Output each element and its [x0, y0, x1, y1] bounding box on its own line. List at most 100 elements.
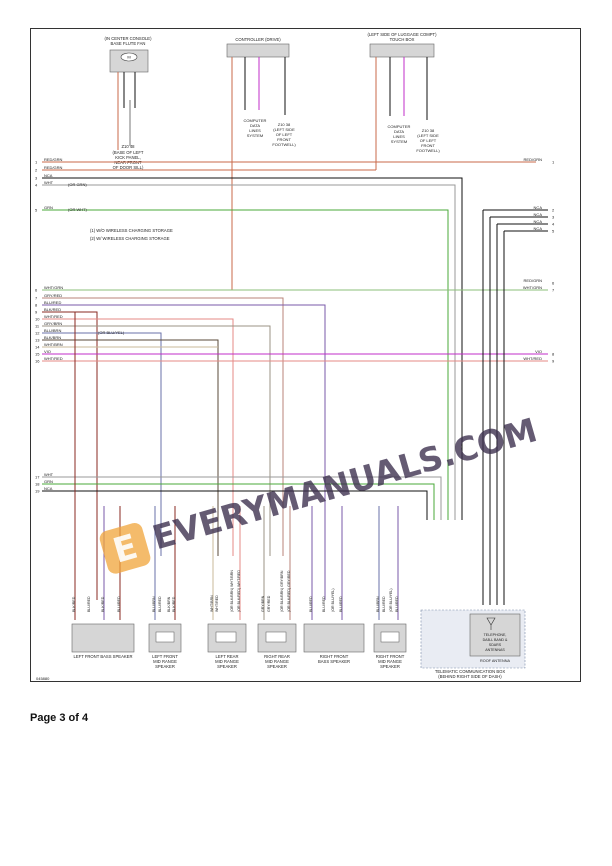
speaker-pin-label: BLK/BRN: [167, 596, 171, 612]
speaker-pin-label: BLU/RED: [158, 596, 162, 612]
left-wire-number: 14: [35, 345, 40, 350]
controller-title: CONTROLLER (DRIVE): [235, 37, 281, 42]
controller-note: SYSTEM: [247, 133, 263, 138]
telematic-title: TELEMATIC COMMUNICATION BOX: [435, 669, 506, 674]
base-flute-fan: (IN CENTER CONSOLE) BASE FLUTE FAN M Z10…: [105, 36, 153, 170]
speaker-pin-label: (OR BLK/BRN) WHT/BRN: [230, 570, 234, 612]
speaker-pin-label: WHT/BRN: [210, 595, 214, 612]
left-wire-number: 7: [35, 296, 38, 301]
left-wire-label: WHT: [44, 180, 54, 185]
right-wire-number: 9: [552, 359, 555, 364]
page-label: Page 3 of 4: [30, 712, 89, 724]
watermark-logo-icon: [99, 522, 151, 574]
speaker-pin-label: BLU/RED: [382, 596, 386, 612]
right-wire-label: NCA: [534, 226, 543, 231]
left-wire-label: VIO: [44, 349, 51, 354]
component-name: MID RANGE: [378, 659, 402, 664]
left-wire-number: 16: [35, 359, 40, 364]
speaker-pin-label: BLU/BRN: [376, 596, 380, 612]
left-wire-number: 15: [35, 352, 40, 357]
motor-label: M: [127, 55, 130, 60]
left-wire-number: 1: [35, 160, 38, 165]
component-name: BASS SPEAKER: [318, 659, 350, 664]
controller-note: COMPUTER: [244, 118, 267, 123]
component-name: MID RANGE: [265, 659, 289, 664]
watermark: E EVERYMANUALS.COM: [99, 410, 541, 574]
left-wire-number: 17: [35, 475, 40, 480]
touch-box-ground: (LEFT SIDE: [417, 133, 439, 138]
touch-box-ground: Z10 38: [422, 128, 435, 133]
left-wire-number: 4: [35, 183, 38, 188]
controller-ground: (LEFT SIDE: [273, 127, 295, 132]
fan-ground-title: Z10 48: [121, 144, 135, 149]
controller-ground: FOOTWELL): [272, 142, 296, 147]
right-wire-label: RED/GRN: [524, 157, 543, 162]
controller-ground: FRONT: [277, 137, 291, 142]
legend-item: (1) W/O WIRELESS CHARGING STORAGE: [90, 228, 173, 233]
left-wire-label: WHT: [44, 472, 54, 477]
antenna-label: TELEPHONE,: [484, 633, 507, 637]
right-wire-label: WHT/GRN: [523, 285, 542, 290]
left-wire-number: 12: [35, 331, 40, 336]
right-wire-label: NCA: [534, 205, 543, 210]
fan-ground-desc: (BASE OF LEFT: [113, 150, 144, 155]
speaker-connector-icon: [265, 631, 287, 643]
left-wire-label: WHT/RED: [44, 356, 63, 361]
left-wire-number: 11: [35, 324, 40, 329]
controller-ground: Z10 38: [278, 122, 291, 127]
touch-box-note: SYSTEM: [391, 139, 407, 144]
speaker-pin-label: BLU/RED: [309, 596, 313, 612]
left-wire-label: WHT/BRN: [44, 342, 63, 347]
right-wire-label: WHT/RED: [523, 356, 542, 361]
speaker-pin-label: (OR BLK/RED) GRY/RED: [287, 570, 291, 612]
right-wire-number: 1: [552, 160, 555, 165]
fan-title: BASE FLUTE FAN: [111, 41, 146, 46]
right-wire-number: 5: [552, 229, 555, 234]
right-front-bass-speaker-box: [303, 623, 365, 653]
speaker-pin-label: (OR BLK/RED) WHT/RED: [237, 570, 241, 612]
bus-wires: [42, 161, 548, 620]
antenna-icon: [486, 617, 496, 630]
right-wire-label: NCA: [534, 212, 543, 217]
component-name: RIGHT FRONT: [320, 654, 349, 659]
touch-box-ground: OF LEFT: [420, 138, 437, 143]
speaker-pin-label: (OR BLU/YEL): [331, 588, 335, 612]
top-vertical-wires: [117, 57, 428, 290]
telematic-location: (BEHIND RIGHT SIDE OF DASH): [438, 674, 502, 679]
touch-box-note: COMPUTER: [388, 124, 411, 129]
left-wire-number: 5: [35, 208, 38, 213]
controller-drive: CONTROLLER (DRIVE) COMPUTER DATA LINES S…: [226, 37, 296, 147]
speaker-pin-label: BLU/BRN: [152, 596, 156, 612]
left-wire-label: NCA: [44, 173, 53, 178]
left-wire-number: 10: [35, 317, 40, 322]
left-wire-label: WHT/GRN: [44, 285, 63, 290]
speaker-connector-icon: [380, 631, 400, 643]
speaker-pin-label: BLU/RED: [322, 596, 326, 612]
roof-antenna-box: [469, 613, 521, 657]
wiring-diagram-frame: [30, 28, 581, 682]
right-wire-number: 4: [552, 222, 555, 227]
controller-note: LINES: [249, 128, 261, 133]
fan-ground-desc: OF DOOR SILL): [113, 165, 144, 170]
left-wire-label: BLK/RED: [44, 307, 61, 312]
right-wire-number: 6: [552, 281, 555, 286]
grn-alt-note: (OR WHT): [68, 207, 88, 212]
left-wire-number: 6: [35, 288, 38, 293]
left-wire-label: GRY/RED: [44, 293, 62, 298]
component-name: SPEAKER: [155, 664, 175, 669]
component-name: LEFT FRONT BASS SPEAKER: [74, 654, 133, 659]
component-name: SPEAKER: [217, 664, 237, 669]
right-wire-label: NCA: [534, 219, 543, 224]
left-wire-label: NCA: [44, 486, 53, 491]
right-wire-number: 7: [552, 288, 555, 293]
component-name: LEFT REAR: [216, 654, 239, 659]
right-wire-label: VIO: [535, 349, 542, 354]
wht-alt-note: (OR GRN): [68, 182, 87, 187]
speaker-pin-label: (OR BLU/YEL): [389, 588, 393, 612]
left-wire-label: GRN: [44, 205, 53, 210]
left-wire-label: RED/GRN: [44, 157, 63, 162]
antenna-label: SDARS: [489, 643, 502, 647]
speaker-pin-label: BLU/RED: [117, 596, 121, 612]
